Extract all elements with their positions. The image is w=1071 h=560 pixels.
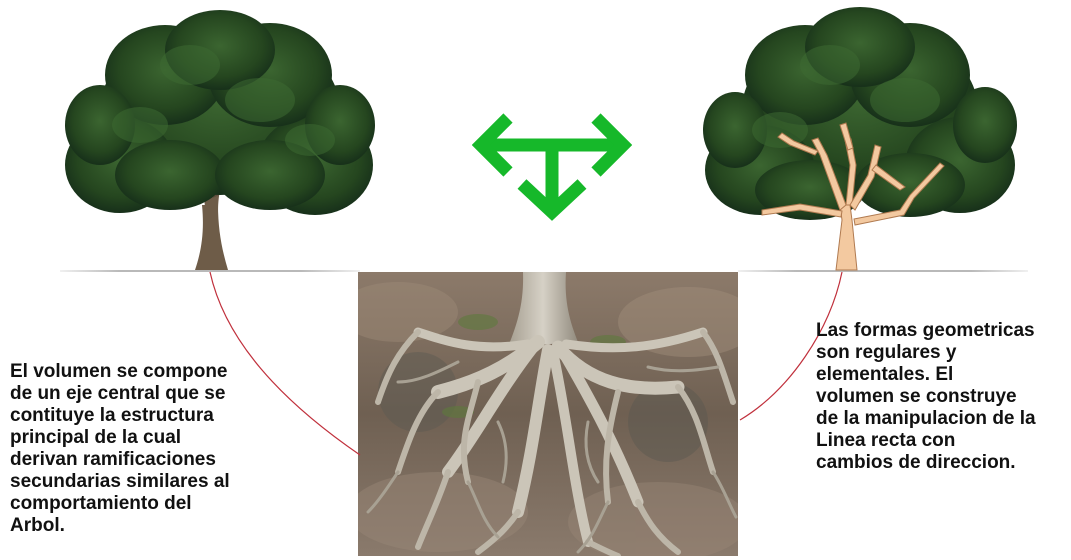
natural-tree-illustration	[60, 5, 380, 275]
geometric-tree-illustration	[700, 5, 1020, 275]
tree-roots-photo	[358, 272, 738, 556]
natural-tree-description: El volumen se compone de un eje central …	[10, 361, 295, 537]
branching-direction-arrow-icon	[472, 106, 632, 222]
geometric-tree-description: Las formas geometricas son regulares y e…	[816, 320, 1071, 474]
